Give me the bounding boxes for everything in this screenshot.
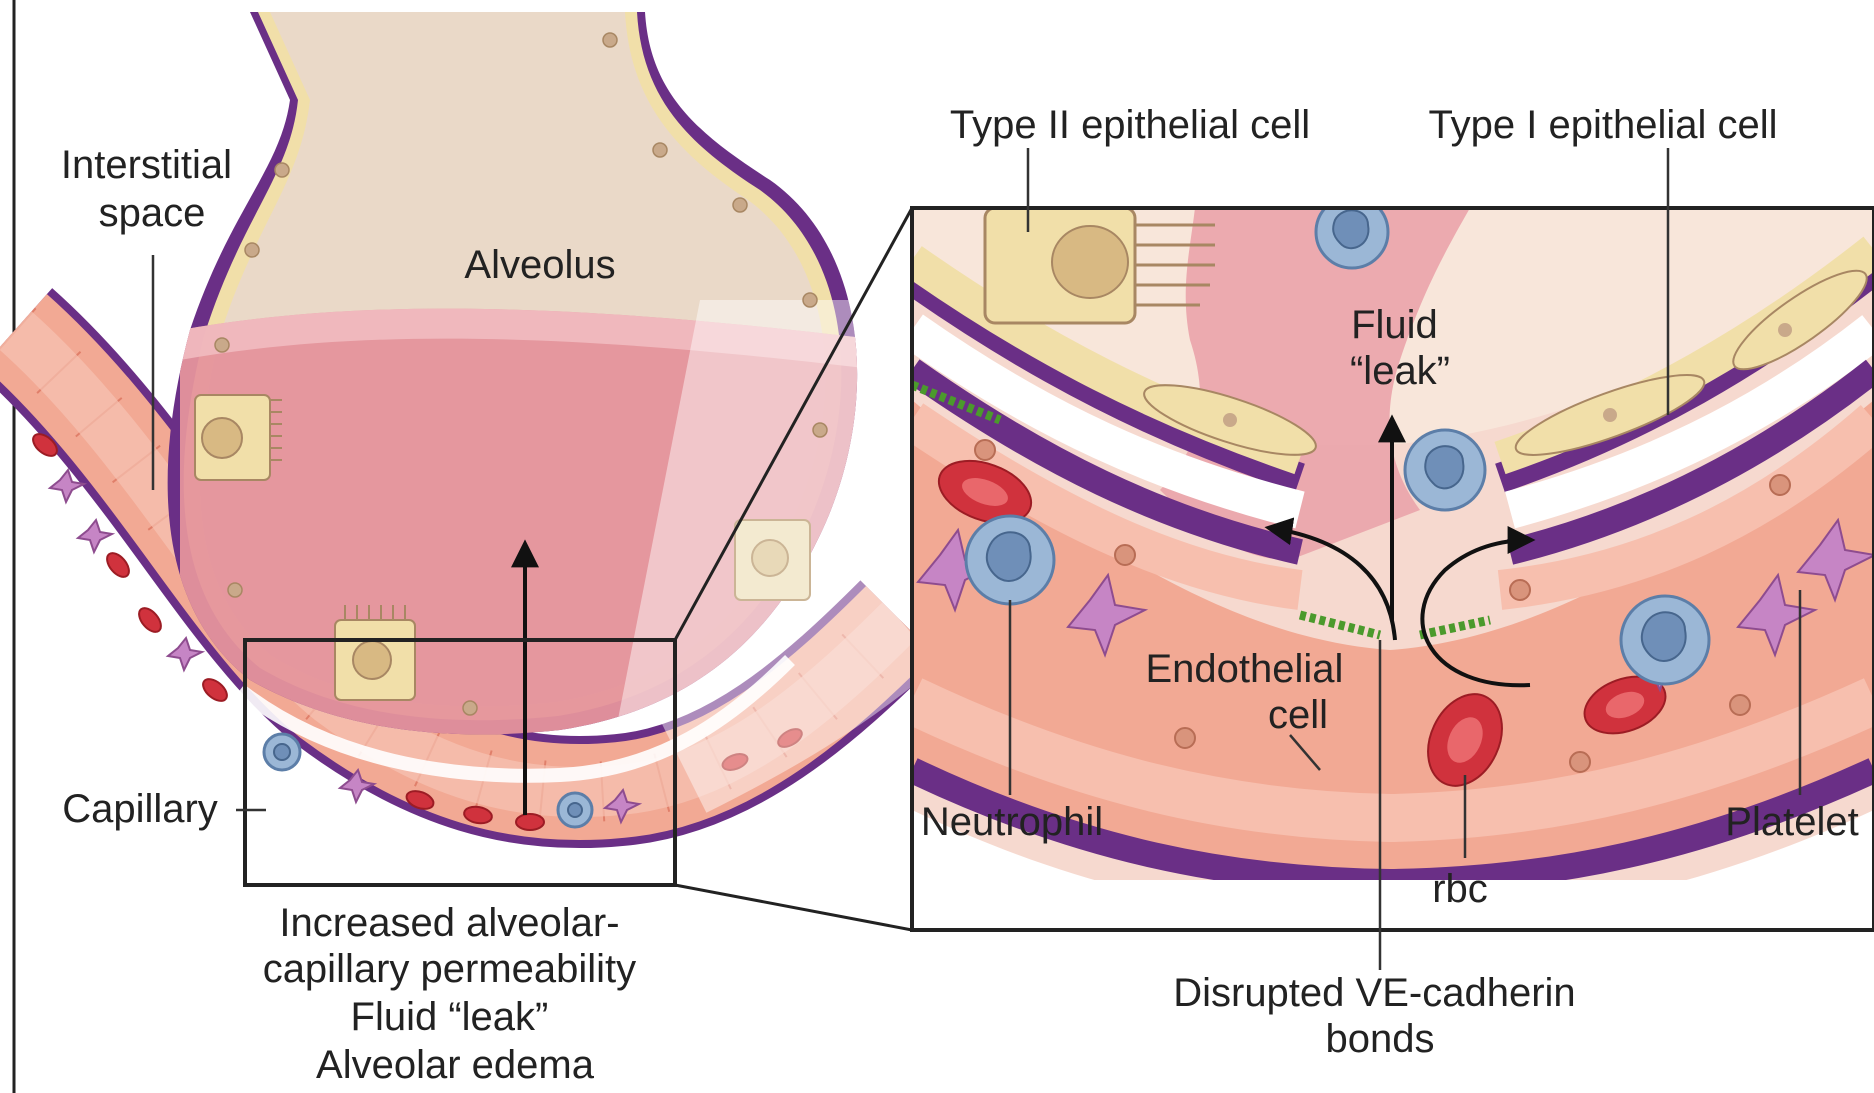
ve-cadherin-label: Disrupted VE-cadherin bonds (1173, 971, 1587, 1061)
type2-cell-label: Type II epithelial cell (950, 103, 1310, 147)
zoom-connector-bottom (675, 885, 912, 930)
capillary-label: Capillary (62, 787, 218, 831)
rbc-label: rbc (1432, 867, 1488, 911)
permeability-caption: Increased alveolar- capillary permeabili… (263, 901, 648, 1087)
neutrophil-label: Neutrophil (921, 800, 1103, 844)
type1-cell-label: Type I epithelial cell (1428, 103, 1777, 147)
interstitial-space-label: Interstitial space (61, 143, 243, 235)
alveolus-label: Alveolus (464, 243, 615, 287)
platelet-label: Platelet (1725, 800, 1858, 844)
